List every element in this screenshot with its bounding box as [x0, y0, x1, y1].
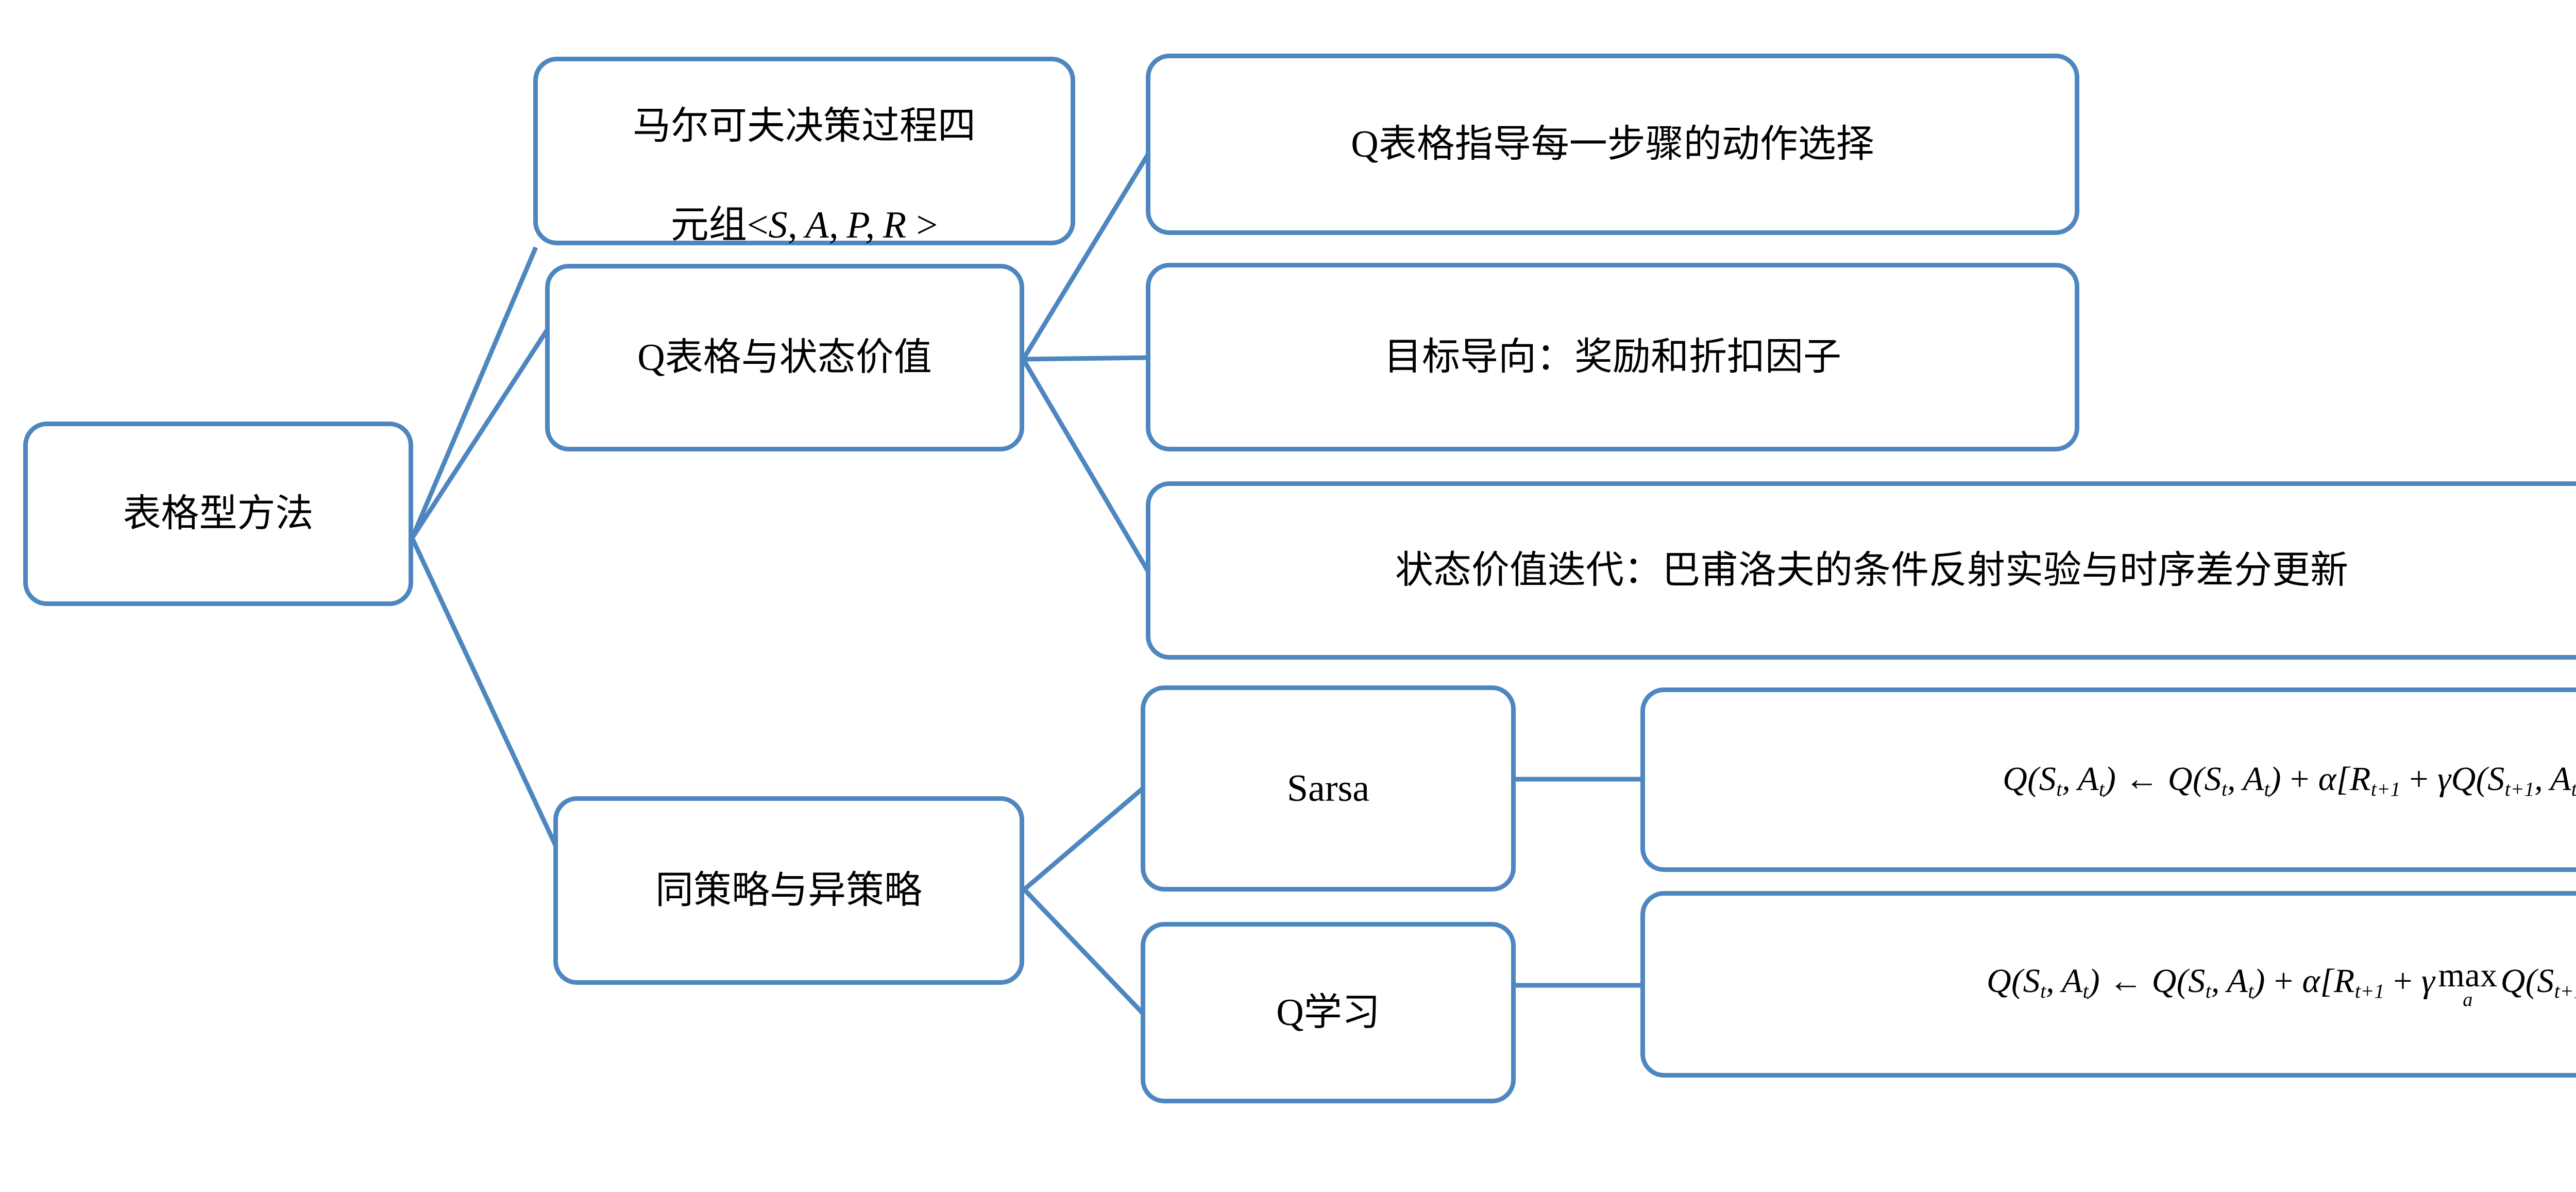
node-sarsa[interactable]: Sarsa [1141, 685, 1516, 892]
node-mdp-label-line2-prefix: 元组< [670, 204, 769, 247]
node-markov-decision-process[interactable]: 马尔可夫决策过程四 元组<S, A, P, R > [533, 57, 1075, 246]
node-mdp-label-line1: 马尔可夫决策过程四 [633, 105, 976, 147]
node-q-learning[interactable]: Q学习 [1141, 922, 1516, 1103]
edge-policy-to-qlearning [1022, 887, 1145, 1015]
node-policy-label: 同策略与异策略 [655, 869, 922, 912]
node-sarsa-update-formula[interactable]: ​Q(St, At) ← Q(St, At) + α[Rt+1 + γQ(St+… [1640, 687, 2576, 872]
node-right2-label: 目标导向：奖励和折扣因子 [1384, 335, 1841, 378]
sarsa-formula-math: ​Q(St, At) ← Q(St, At) + α[Rt+1 + γQ(St+… [2003, 760, 2576, 800]
edge-policy-to-sarsa [1023, 786, 1144, 892]
node-qlearning-label: Q学习 [1276, 991, 1380, 1034]
edge-root-to-mdp [410, 246, 538, 539]
node-state-value-iteration-pavlov-td[interactable]: 状态价值迭代：巴甫洛夫的条件反射实验与时序差分更新 [1146, 481, 2576, 660]
node-root[interactable]: 表格型方法 [23, 422, 413, 606]
edge-qtable-to-right1 [1021, 153, 1150, 361]
node-right1-label: Q表格指导每一步骤的动作选择 [1351, 123, 1874, 165]
edge-root-to-policy [410, 537, 558, 846]
node-mdp-tuple-math: S, A, P, R [768, 204, 907, 247]
node-q-table-guides-action-selection[interactable]: Q表格指导每一步骤的动作选择 [1146, 54, 2079, 235]
node-qtable-label: Q表格与状态价值 [637, 336, 932, 379]
node-q-table-and-state-value[interactable]: Q表格与状态价值 [545, 264, 1024, 451]
node-sarsa-label: Sarsa [1286, 767, 1370, 810]
node-goal-oriented-reward-discount[interactable]: 目标导向：奖励和折扣因子 [1146, 263, 2079, 451]
node-mdp-label-line2-suffix: > [916, 204, 938, 247]
edge-root-to-qtable [410, 328, 549, 540]
node-on-policy-off-policy[interactable]: 同策略与异策略 [553, 796, 1024, 985]
node-right3-label: 状态价值迭代：巴甫洛夫的条件反射实验与时序差分更新 [1395, 549, 2348, 592]
node-mdp-label: 马尔可夫决策过程四 元组<S, A, P, R > [538, 52, 1071, 250]
edge-qtable-to-right3 [1021, 358, 1150, 573]
edge-qtable-to-right2 [1023, 355, 1148, 362]
node-root-label: 表格型方法 [123, 492, 314, 535]
